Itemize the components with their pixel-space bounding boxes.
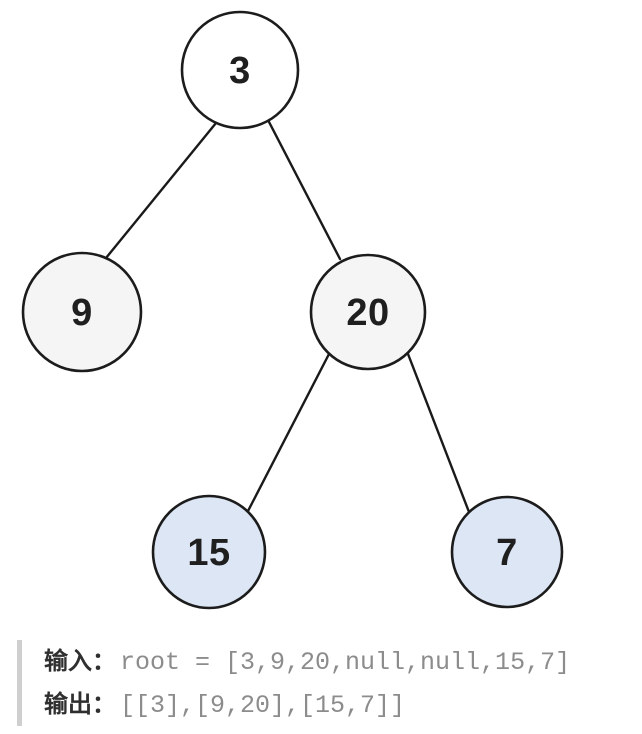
tree-edge-n3-n9 [104, 121, 218, 260]
tree-node-label-20: 20 [346, 292, 389, 334]
tree-node-15[interactable]: 15 [151, 494, 267, 610]
tree-node-label-9: 9 [71, 292, 93, 334]
tree-node-label-3: 3 [229, 50, 251, 92]
tree-node-3[interactable]: 3 [180, 10, 300, 130]
tree-edges [104, 118, 471, 514]
binary-tree-diagram: 3 9 20 15 7 [21, 10, 564, 610]
tree-node-circle-15 [151, 494, 267, 610]
tree-edge-n20-n7 [406, 352, 471, 514]
tree-node-20[interactable]: 20 [309, 253, 427, 371]
example-line-input: 输入：root = [3,9,20,null,null,15,7] [44, 640, 642, 683]
tree-nodes: 3 9 20 15 7 [21, 10, 564, 610]
example-output-value: [[3],[9,20],[15,7]] [120, 691, 406, 720]
tree-node-circle-20 [309, 253, 427, 371]
example-line-output: 输出：[[3],[9,20],[15,7]] [44, 683, 642, 726]
tree-edge-n3-n20 [266, 118, 342, 261]
tree-svg: 3 9 20 15 7 [21, 10, 564, 610]
tree-node-7[interactable]: 7 [450, 495, 564, 609]
tree-edge-n20-n15 [246, 352, 331, 513]
tree-node-circle-7 [450, 495, 564, 609]
example-input-label: 输入： [44, 648, 116, 675]
tree-node-9[interactable]: 9 [21, 251, 143, 373]
example-output-label: 输出： [44, 691, 116, 718]
example-block: 输入：root = [3,9,20,null,null,15,7] 输出：[[3… [17, 640, 642, 726]
tree-node-circle-3 [180, 10, 300, 130]
tree-node-label-7: 7 [496, 532, 518, 574]
tree-node-circle-9 [21, 251, 143, 373]
tree-node-label-15: 15 [187, 532, 230, 574]
example-input-value: root = [3,9,20,null,null,15,7] [120, 648, 571, 677]
